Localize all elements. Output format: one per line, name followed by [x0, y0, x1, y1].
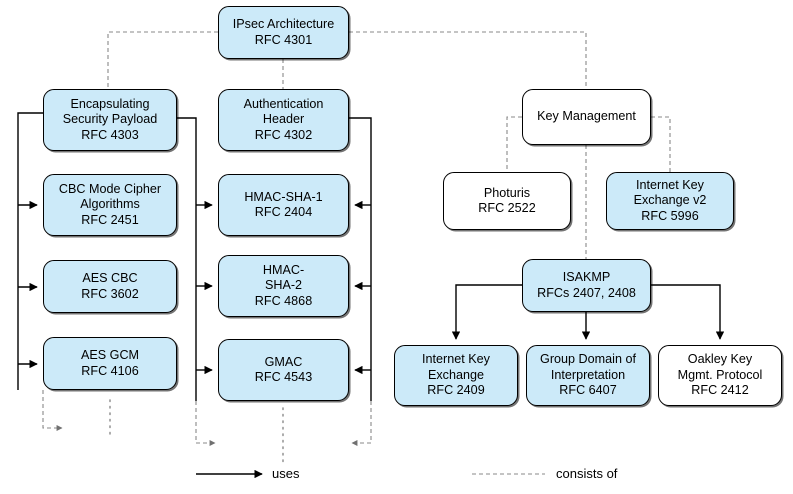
edge-ah-more-left — [195, 401, 216, 447]
node-label-line: ISAKMP — [562, 270, 611, 285]
edge-ah-right-bus — [349, 117, 372, 401]
node-label-line: Group Domain of — [540, 352, 636, 367]
edge-esp-bus — [17, 112, 43, 390]
node-label-line: RFC 4106 — [81, 363, 139, 378]
node-label-line: Oakley Key — [687, 352, 753, 367]
node-label-line: GMAC — [264, 354, 303, 369]
node-label-line: RFC 4868 — [254, 293, 313, 308]
node-label-line: Exchange v2 — [633, 193, 707, 208]
legend-consists-of-label: consists of — [556, 466, 618, 481]
node-label-line: AES CBC — [82, 271, 138, 286]
node-label-line: RFC 2409 — [427, 383, 485, 398]
node-label-line: Interpretation — [550, 367, 626, 382]
node-label-line: Photuris — [483, 185, 531, 200]
edge-isakmp-to-ike — [451, 284, 522, 340]
node-label-line: RFC 2404 — [254, 205, 313, 219]
node-label-line: RFC 4543 — [254, 370, 313, 384]
node-label-line: RFC 4301 — [254, 32, 313, 47]
node-label-line: RFC 2451 — [81, 212, 139, 227]
node-label-line: RFC 4302 — [254, 127, 313, 142]
node-label-line: Security Payload — [62, 112, 158, 127]
node-label-line: Exchange — [427, 367, 484, 382]
legend-uses-label: uses — [272, 466, 300, 481]
edge-ipsec-to-km — [349, 31, 587, 89]
edge-ipsec-to-esp — [107, 31, 218, 89]
node-label-line: HMAC-SHA-1 — [244, 189, 323, 204]
node-label-line: Encapsulating — [70, 96, 150, 111]
node-label-line: SHA-2 — [264, 278, 303, 293]
node-label-line: IPsec Architecture — [232, 17, 335, 32]
node-label-line: RFC 6407 — [559, 383, 617, 398]
edge-esp-right-bus — [177, 117, 197, 401]
edge-km-to-photuris — [506, 116, 522, 172]
node-label-line: RFC 2522 — [478, 201, 536, 215]
edge-km-to-ikev2 — [651, 116, 671, 172]
edge-esp-more-algorithms — [42, 390, 63, 432]
node-label-line: Key Management — [537, 109, 636, 124]
node-label-line: RFC 3602 — [81, 286, 139, 301]
node-label-line: Internet Key — [422, 352, 490, 367]
edge-ah-more-right — [351, 401, 372, 447]
node-label-line: RFCs 2407, 2408 — [537, 285, 636, 300]
node-label-line: Internet Key — [636, 177, 704, 192]
node-label-line: HMAC- — [262, 262, 305, 277]
node-label-line: AES GCM — [80, 348, 140, 363]
node-label-line: RFC 5996 — [641, 208, 699, 223]
node-label-line: CBC Mode Cipher — [58, 181, 162, 196]
node-key-management[interactable]: Key Management — [522, 89, 651, 145]
node-label-line: Mgmt. Protocol — [677, 367, 763, 382]
node-label-line: Algorithms — [80, 197, 140, 212]
node-label-line: RFC 2412 — [691, 383, 749, 398]
node-label-line: Header — [262, 112, 305, 127]
ellipsis-dots — [109, 399, 284, 463]
node-label-line: Authentication — [243, 96, 324, 111]
node-label-line: RFC 4303 — [81, 127, 139, 142]
edge-isakmp-to-oakley — [651, 284, 725, 340]
